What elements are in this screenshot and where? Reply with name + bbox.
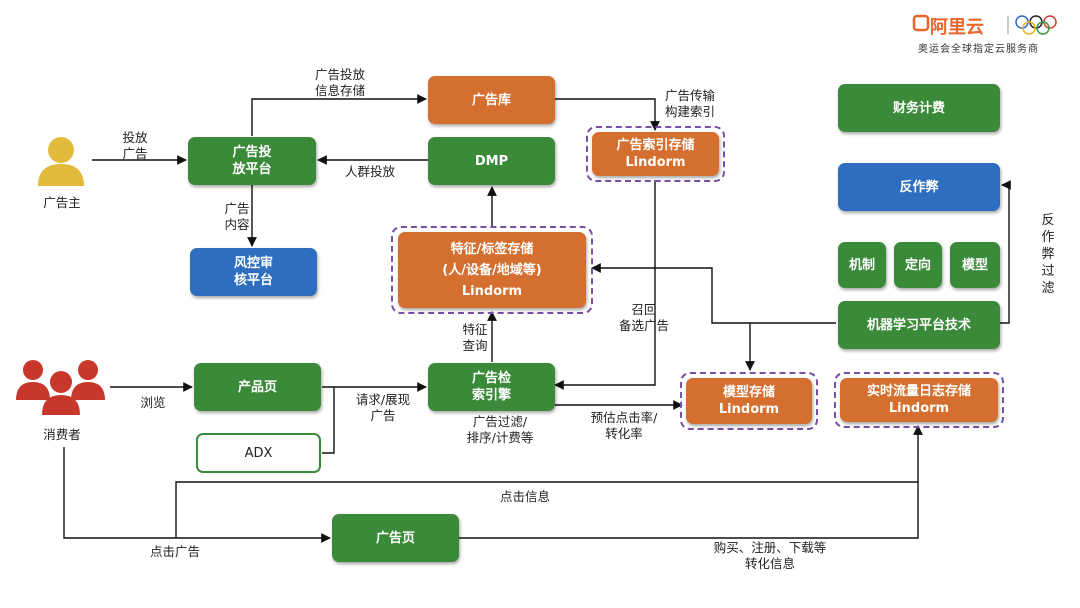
model-storage-line-1: 模型存储 xyxy=(722,385,775,400)
edge-ml-antifraud xyxy=(1000,180,1011,324)
ad-transfer-index-label: 广告传输构建索引 xyxy=(664,88,715,119)
edge-index-engine xyxy=(554,180,656,390)
finance-label: 财务计费 xyxy=(892,100,945,116)
browse-label: 浏览 xyxy=(140,395,166,410)
log-storage-box[interactable]: 实时流量日志存储 Lindorm xyxy=(840,378,998,422)
targeting-label: 定向 xyxy=(904,257,931,273)
click-info-label: 点击信息 xyxy=(499,489,550,504)
consumer-group-icon xyxy=(16,360,105,415)
edge-consumer-adpage xyxy=(63,447,331,543)
model-box[interactable]: 模型 xyxy=(950,242,1000,288)
ad-search-engine-box[interactable]: 广告检 索引擎 xyxy=(428,363,555,411)
advertiser-label: 广告主 xyxy=(43,195,81,210)
feature-storage-line-1: 特征/标签存储 xyxy=(450,241,534,257)
product-page-box[interactable]: 产品页 xyxy=(194,363,321,411)
targeting-box[interactable]: 定向 xyxy=(894,242,942,288)
model-label: 模型 xyxy=(961,257,988,273)
ad-content-label: 广告内容 xyxy=(224,201,250,232)
risk-review-box[interactable]: 风控审 核平台 xyxy=(190,248,317,296)
ad-library-label: 广告库 xyxy=(471,92,511,108)
edge-click-log xyxy=(175,425,923,538)
place-ad-label: 投放广告 xyxy=(122,130,148,161)
ad-store-info-label: 广告投放信息存储 xyxy=(314,67,365,98)
product-page-label: 产品页 xyxy=(237,379,277,395)
mechanism-box[interactable]: 机制 xyxy=(838,242,886,288)
brand-tagline: 奥运会全球指定云服务商 xyxy=(918,44,1039,55)
advertiser-person-icon xyxy=(38,137,84,186)
crowd-targeting-label: 人群投放 xyxy=(344,164,395,179)
feature-storage-box[interactable]: 特征/标签存储 (人/设备/地域等) Lindorm xyxy=(398,232,586,308)
anti-fraud-filter-label: 反作弊过滤 xyxy=(1041,213,1055,296)
ad-platform-box[interactable]: 广告投 放平台 xyxy=(188,137,316,185)
feature-storage-dashed-frame xyxy=(391,226,593,314)
anti-fraud-box[interactable]: 反作弊 xyxy=(838,163,1000,211)
feature-query-label: 特征查询 xyxy=(462,322,488,353)
conversion-info-label: 购买、注册、下载等转化信息 xyxy=(713,540,827,571)
ad-filter-label: 广告过滤/排序/计费等 xyxy=(466,414,534,445)
risk-review-line-2: 核平台 xyxy=(233,273,273,288)
ad-platform-line-2: 放平台 xyxy=(232,162,272,177)
edge-platform-library xyxy=(251,94,427,136)
ad-page-label: 广告页 xyxy=(375,530,415,546)
model-storage-line-2: Lindorm xyxy=(718,402,780,417)
log-storage-line-1: 实时流量日志存储 xyxy=(866,384,971,399)
adx-label: ADX xyxy=(244,445,273,461)
ad-search-engine-line-1: 广告检 xyxy=(471,371,511,386)
ml-platform-box[interactable]: 机器学习平台技术 xyxy=(838,301,1000,349)
dmp-box[interactable]: DMP xyxy=(428,137,555,185)
model-storage-dashed-frame xyxy=(680,372,818,430)
ad-index-dashed-frame xyxy=(586,126,725,182)
edge-adpage-log xyxy=(459,482,919,539)
edge-ml-feature xyxy=(591,263,836,324)
adx-box[interactable]: ADX xyxy=(196,433,321,473)
ad-index-line-2: Lindorm xyxy=(625,155,686,170)
ad-page-box[interactable]: 广告页 xyxy=(332,514,459,562)
brand-logo xyxy=(912,12,1070,56)
ad-platform-line-1: 广告投 xyxy=(232,145,272,160)
dmp-label: DMP xyxy=(474,153,509,169)
log-storage-line-2: Lindorm xyxy=(888,401,950,416)
ad-search-engine-line-2: 索引擎 xyxy=(471,388,511,403)
edge-library-index xyxy=(555,98,660,131)
model-storage-box[interactable]: 模型存储 Lindorm xyxy=(686,378,812,424)
mechanism-label: 机制 xyxy=(848,257,875,273)
click-ad-label: 点击广告 xyxy=(149,544,200,559)
ml-platform-label: 机器学习平台技术 xyxy=(866,317,971,333)
predict-ctr-label: 预估点击率/转化率 xyxy=(590,410,658,441)
finance-box[interactable]: 财务计费 xyxy=(838,84,1000,132)
brand-name: 阿里云 xyxy=(930,17,984,37)
ad-library-box[interactable]: 广告库 xyxy=(428,76,555,124)
request-show-label: 请求/展现广告 xyxy=(355,392,411,423)
olympic-rings-icon xyxy=(1015,15,1057,35)
recall-candidate-label: 召回备选广告 xyxy=(618,302,669,333)
log-storage-dashed-frame xyxy=(834,372,1004,428)
feature-storage-line-3: Lindorm xyxy=(461,283,523,299)
brand-logo-graphic xyxy=(912,14,1057,35)
feature-storage-line-2: (人/设备/地域等) xyxy=(442,262,542,278)
ad-index-storage-box[interactable]: 广告索引存储 Lindorm xyxy=(592,132,719,176)
consumer-label: 消费者 xyxy=(43,427,81,442)
edge-adx-engine xyxy=(322,387,335,454)
risk-review-line-1: 风控审 xyxy=(233,256,273,271)
anti-fraud-label: 反作弊 xyxy=(899,179,939,195)
ad-index-line-1: 广告索引存储 xyxy=(616,138,695,153)
